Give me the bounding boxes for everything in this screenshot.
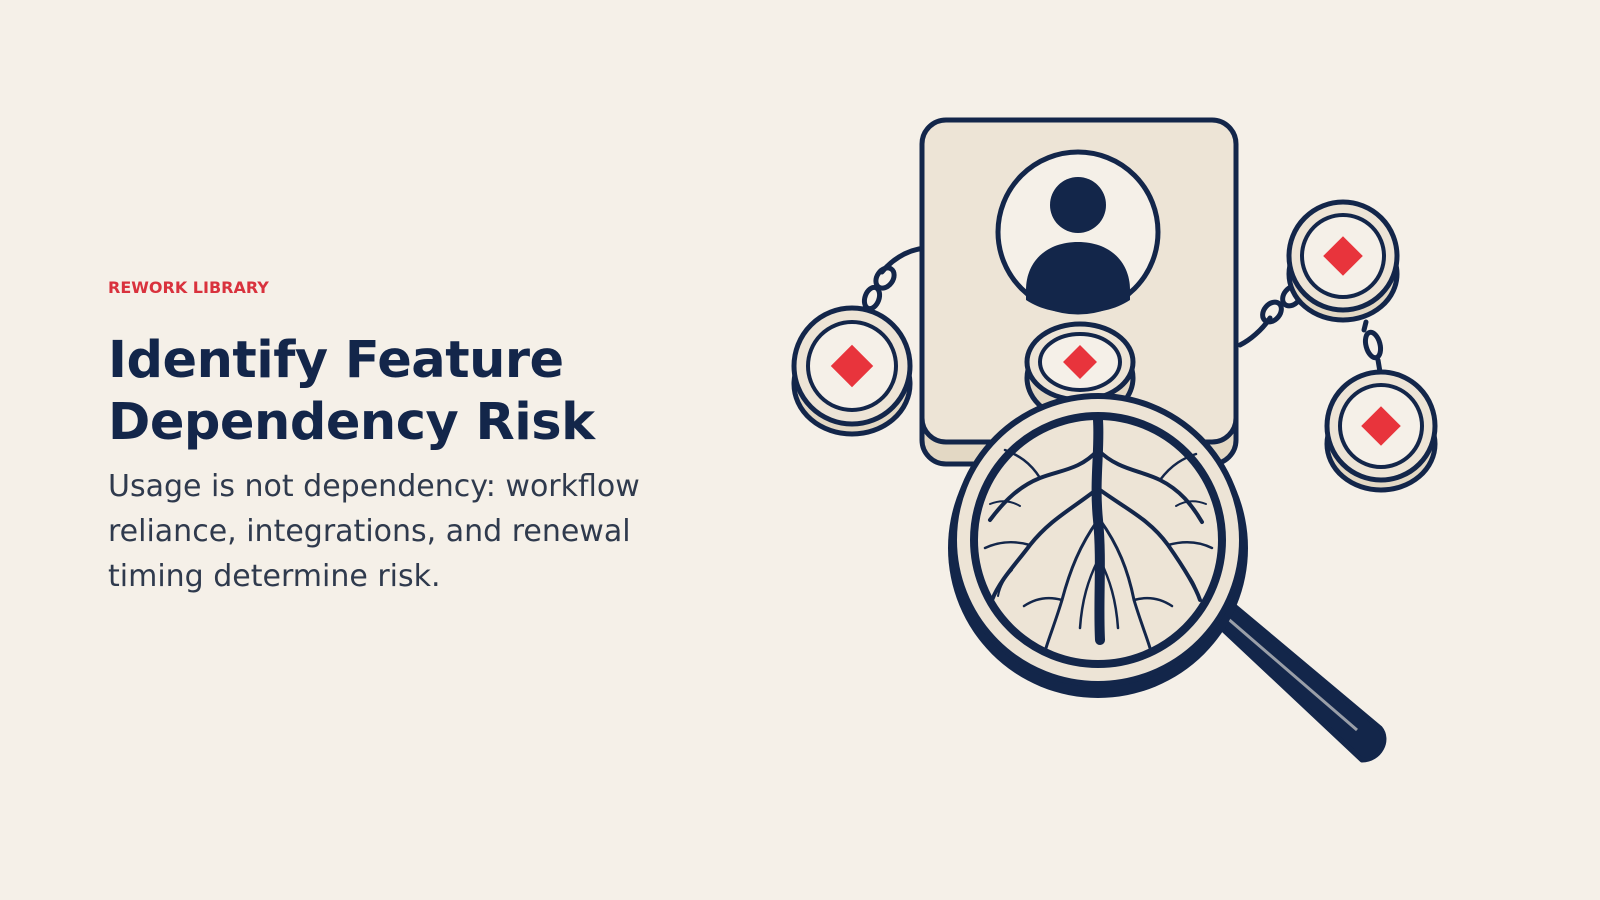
risk-token-icon: [1286, 199, 1400, 323]
dependency-illustration: [791, 117, 1438, 763]
magnifying-glass-icon: [948, 393, 1387, 763]
page-title: Identify Feature Dependency Risk: [108, 330, 708, 454]
risk-token-icon: [1024, 321, 1136, 423]
text-block: REWORK LIBRARY Identify Feature Dependen…: [108, 278, 708, 599]
risk-token-icon: [791, 305, 913, 437]
subtitle: Usage is not dependency: workflow relian…: [108, 469, 640, 594]
title-line-2: Dependency Risk: [108, 393, 595, 452]
roots-icon: [983, 415, 1214, 650]
risk-token-icon: [1324, 369, 1438, 493]
user-card-icon: [919, 117, 1239, 467]
eyebrow-label: REWORK LIBRARY: [108, 278, 269, 297]
chain-link-icon: [859, 245, 928, 319]
title-line-1: Identify Feature: [108, 331, 564, 390]
